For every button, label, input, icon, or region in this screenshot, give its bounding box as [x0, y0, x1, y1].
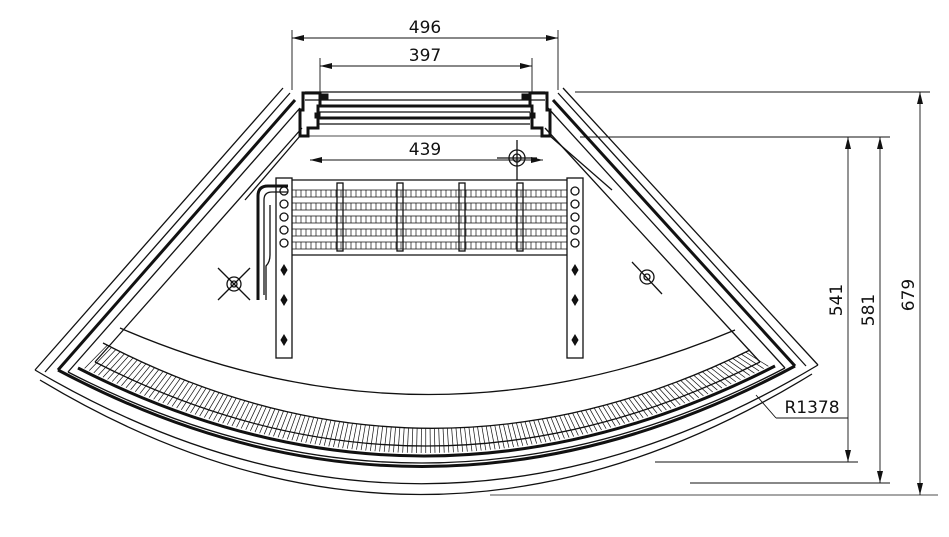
top-frame — [244, 91, 613, 201]
dimension-397-label: 397 — [409, 46, 441, 66]
dimension-496-label: 496 — [409, 18, 441, 38]
dimension-439: 439 — [310, 140, 543, 163]
dimension-496: 496 — [291, 18, 559, 90]
vertical-extension-lines — [575, 91, 930, 484]
cross-fixing-point-icon — [217, 267, 251, 301]
dimension-581-label: 581 — [859, 294, 879, 326]
radius-callout: R1378 — [755, 394, 848, 419]
dimension-541-label: 541 — [827, 284, 847, 316]
dimension-679-label: 679 — [899, 279, 919, 311]
evaporator-coil — [256, 177, 584, 359]
dimension-541: 541 — [827, 137, 851, 462]
radius-label: R1378 — [784, 398, 839, 418]
dimension-679: 679 — [899, 92, 923, 495]
dimension-397: 397 — [319, 46, 533, 92]
drain-fitting-icon — [631, 261, 663, 295]
air-grille — [84, 344, 769, 454]
showcase-outline — [34, 87, 938, 496]
dimension-439-label: 439 — [409, 140, 441, 160]
dimension-581: 581 — [859, 137, 883, 483]
valve-icon — [497, 140, 537, 180]
